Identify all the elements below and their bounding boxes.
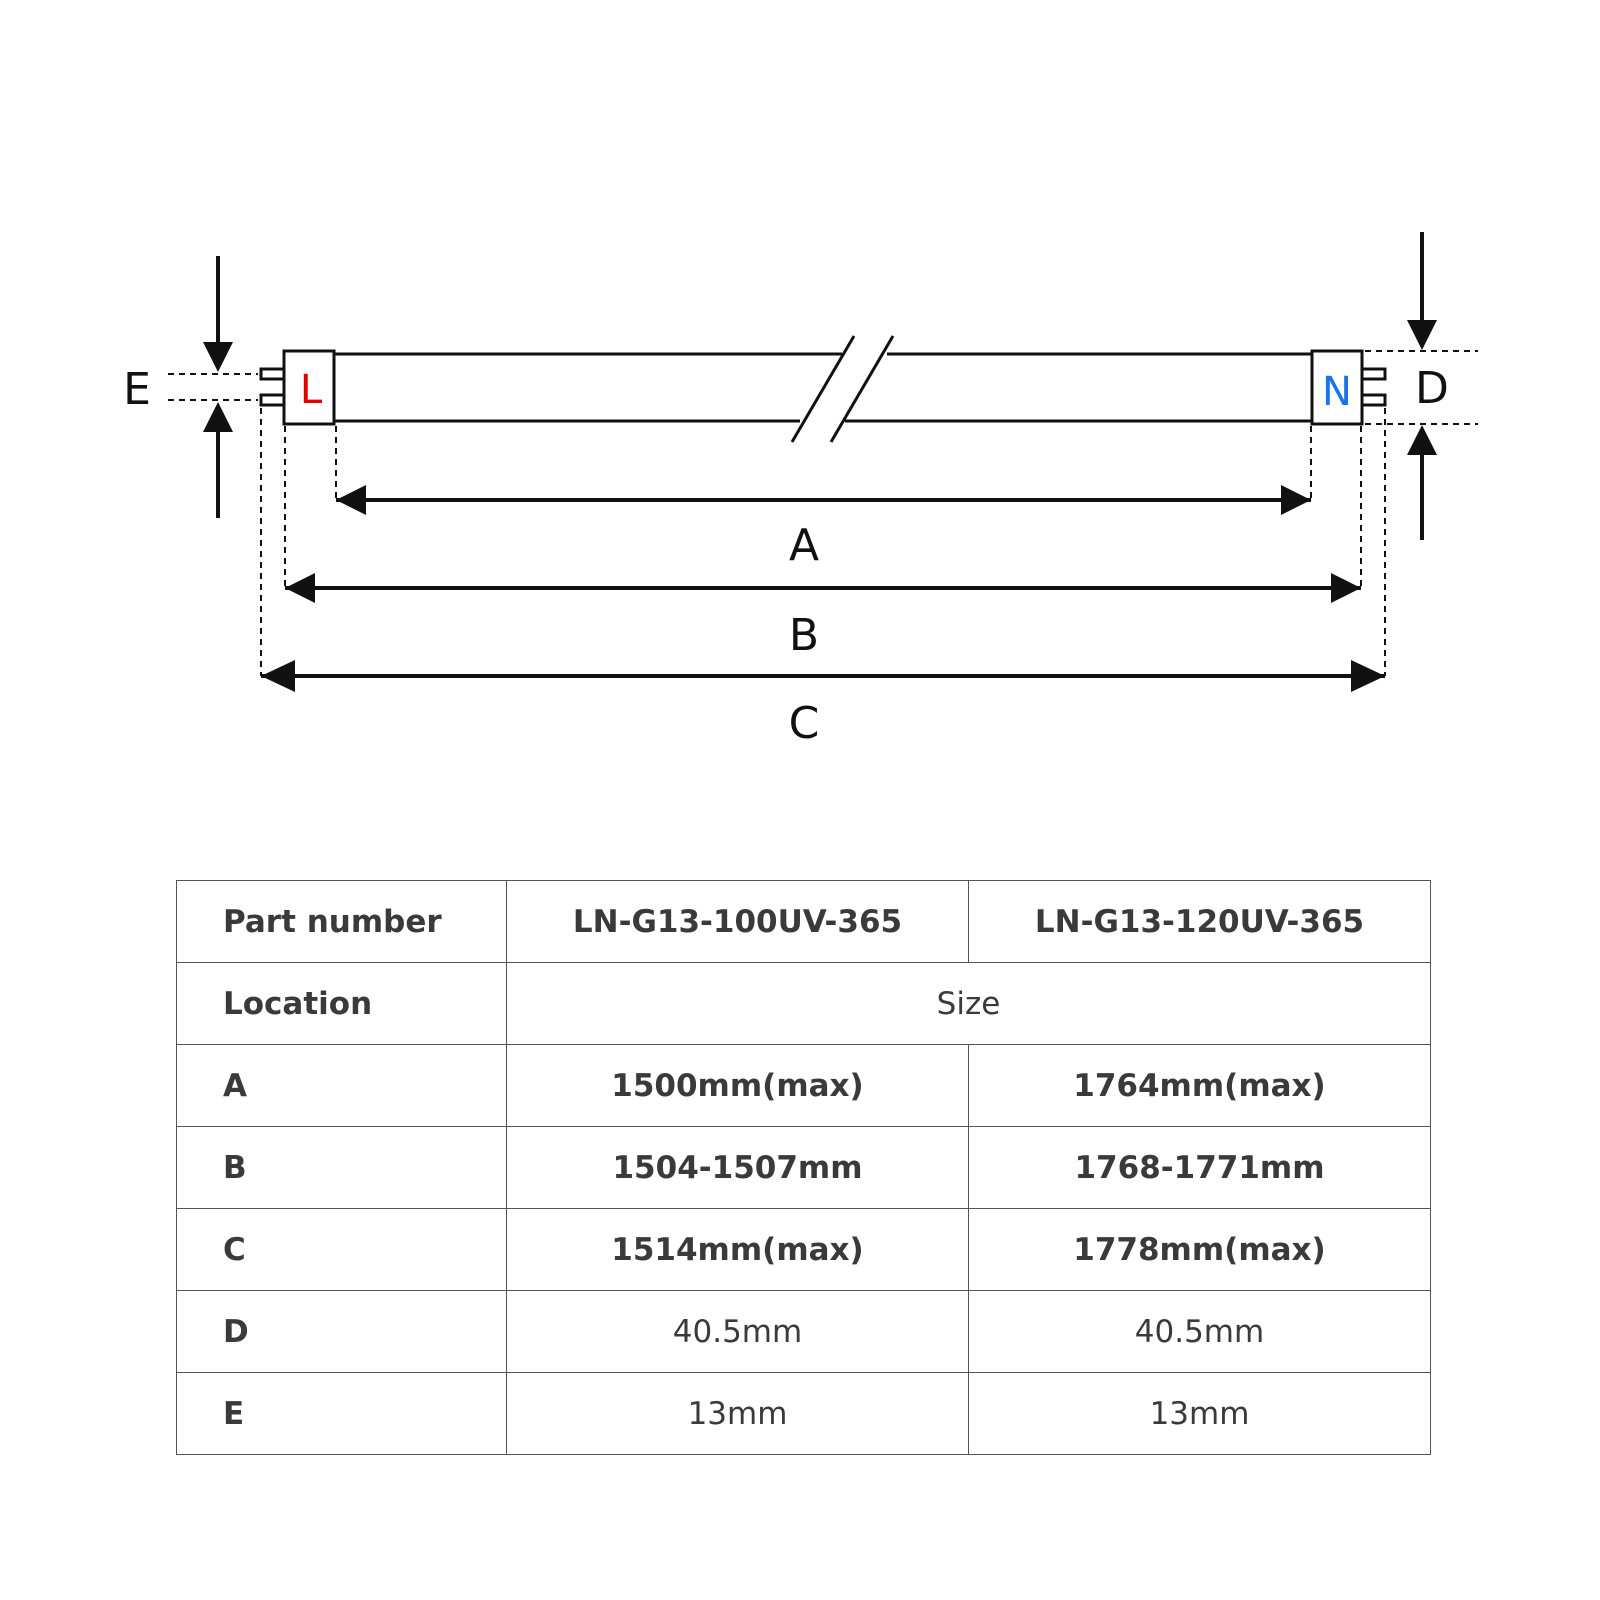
- model-100-heading: LN-G13-100UV-365: [506, 880, 969, 963]
- size-cell: 1504-1507mm: [506, 1126, 969, 1209]
- location-heading: Location: [176, 962, 507, 1045]
- size-cell: 1514mm(max): [506, 1208, 969, 1291]
- dimension-e: E: [123, 256, 233, 518]
- location-cell: A: [176, 1044, 507, 1127]
- size-cell: 1778mm(max): [968, 1208, 1431, 1291]
- dimension-a: A: [336, 485, 1311, 571]
- tube-body: [335, 352, 1312, 423]
- size-heading: Size: [506, 962, 1431, 1045]
- size-cell: 40.5mm: [506, 1290, 969, 1373]
- location-cell: E: [176, 1372, 507, 1455]
- size-cell: 13mm: [506, 1372, 969, 1455]
- dimension-c: C: [261, 660, 1385, 749]
- left-pins: [259, 367, 286, 407]
- right-end-cap: N: [1310, 349, 1364, 426]
- dimension-e-label: E: [123, 364, 151, 415]
- table-header-row: Part number LN-G13-100UV-365 LN-G13-120U…: [176, 880, 1431, 963]
- tube-dimension-diagram: L N A B: [123, 232, 1478, 749]
- model-120-heading: LN-G13-120UV-365: [968, 880, 1431, 963]
- dimension-d-label: D: [1415, 363, 1449, 414]
- table-subheader-row: Location Size: [176, 962, 1431, 1045]
- spec-table: Part number LN-G13-100UV-365 LN-G13-120U…: [176, 880, 1431, 1455]
- neutral-end-label: N: [1322, 369, 1352, 415]
- dimension-d: D: [1407, 232, 1449, 540]
- size-cell: 1500mm(max): [506, 1044, 969, 1127]
- location-cell: D: [176, 1290, 507, 1373]
- size-cell: 1768-1771mm: [968, 1126, 1431, 1209]
- location-cell: B: [176, 1126, 507, 1209]
- dimension-b-label: B: [789, 610, 819, 661]
- extension-lines: [168, 350, 1478, 676]
- location-cell: C: [176, 1208, 507, 1291]
- part-number-heading: Part number: [176, 880, 507, 963]
- line-end-label: L: [300, 367, 323, 413]
- table-row: B 1504-1507mm 1768-1771mm: [176, 1126, 1431, 1209]
- table-row: D 40.5mm 40.5mm: [176, 1290, 1431, 1373]
- table-row: E 13mm 13mm: [176, 1372, 1431, 1455]
- left-end-cap: L: [282, 349, 336, 426]
- right-pins: [1360, 367, 1387, 407]
- dimension-a-label: A: [789, 520, 819, 571]
- dimension-b: B: [285, 573, 1361, 661]
- break-mark: [790, 335, 895, 443]
- table-row: A 1500mm(max) 1764mm(max): [176, 1044, 1431, 1127]
- size-cell: 13mm: [968, 1372, 1431, 1455]
- dimension-c-label: C: [789, 698, 820, 749]
- size-cell: 1764mm(max): [968, 1044, 1431, 1127]
- table-row: C 1514mm(max) 1778mm(max): [176, 1208, 1431, 1291]
- size-cell: 40.5mm: [968, 1290, 1431, 1373]
